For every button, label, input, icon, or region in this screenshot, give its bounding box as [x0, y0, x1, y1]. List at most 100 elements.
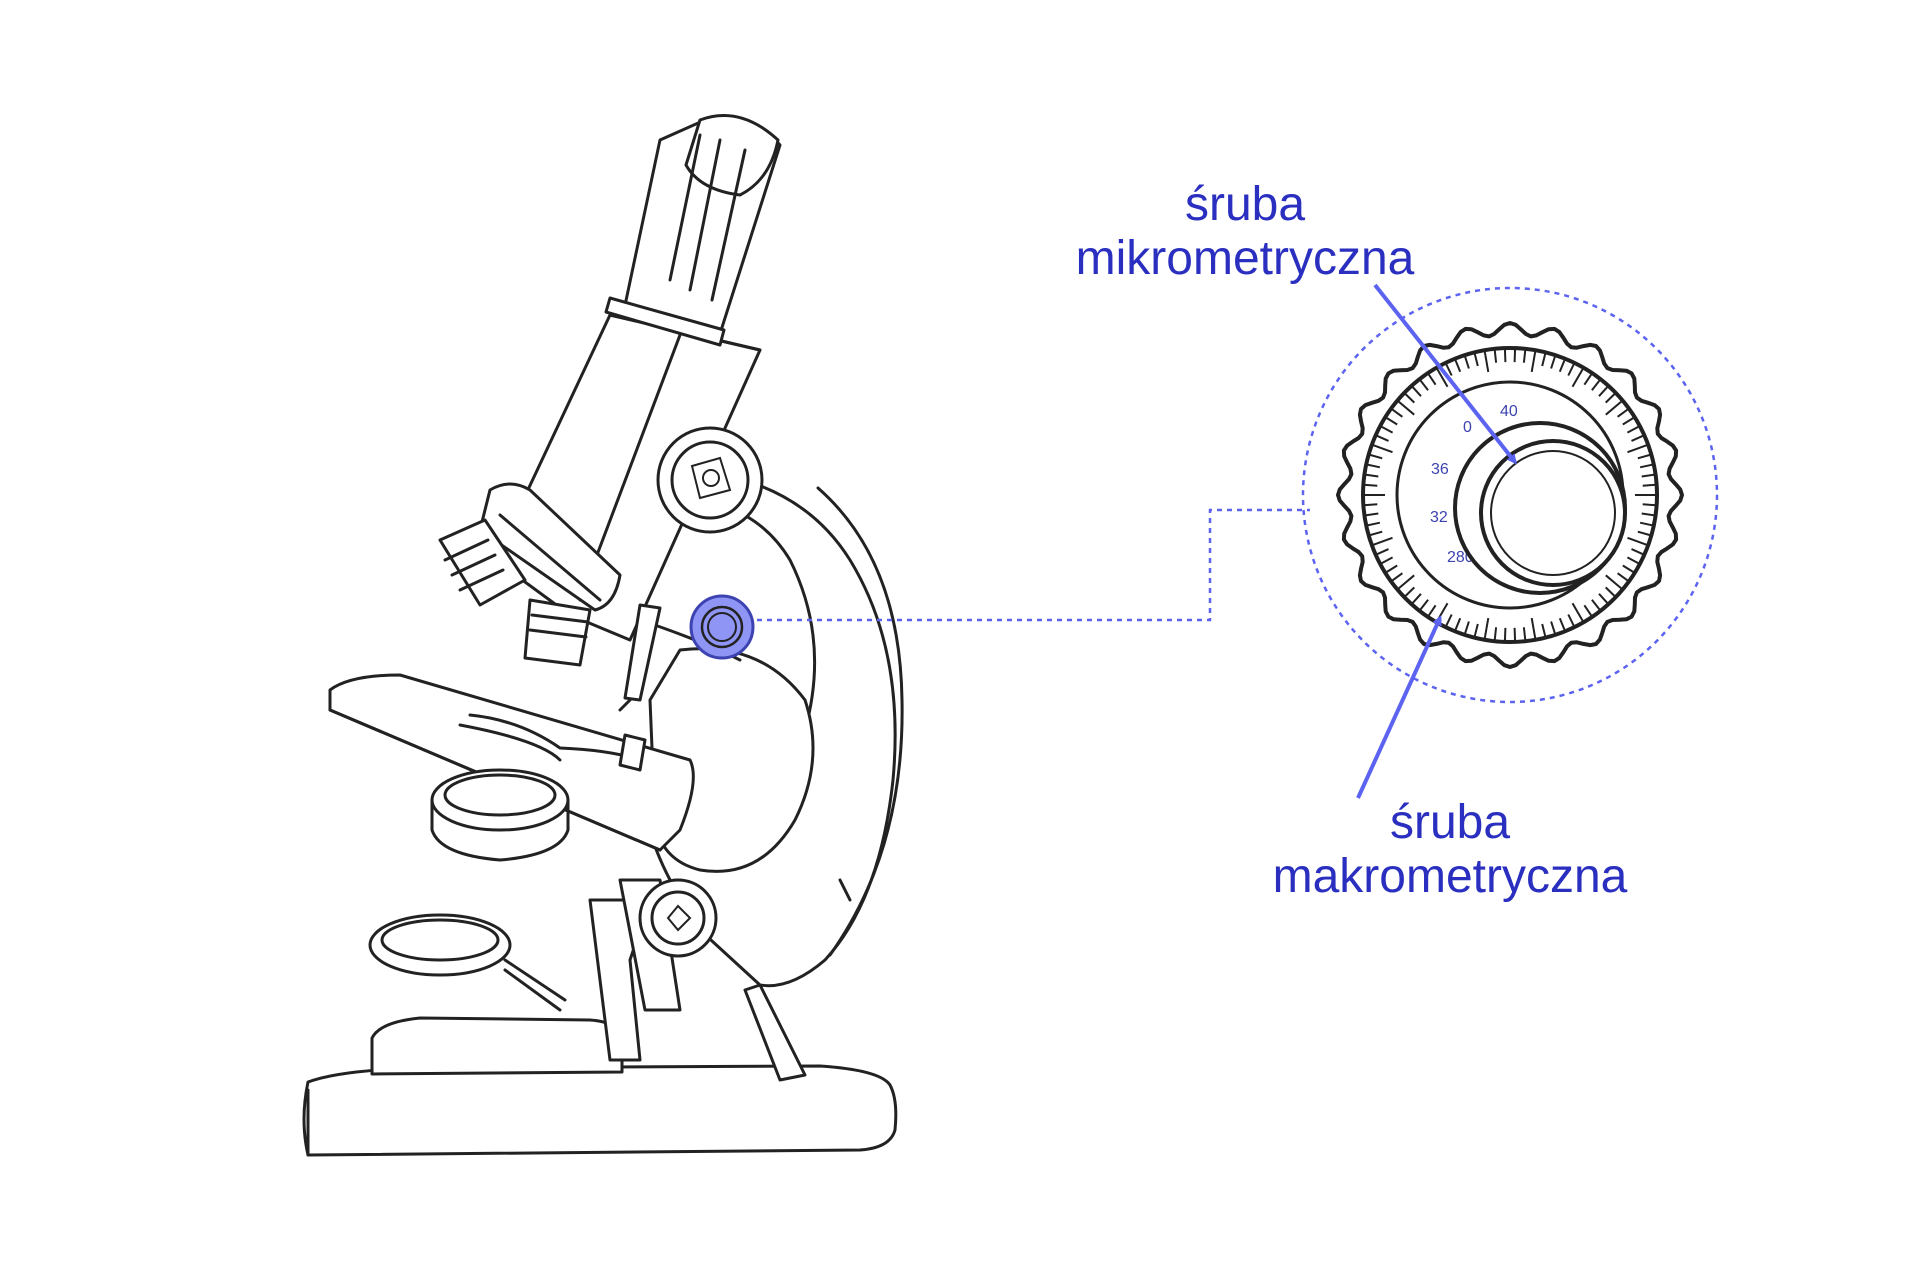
scale-tick — [1503, 627, 1507, 642]
label-fine-focus-line2: mikrometryczna — [1075, 232, 1415, 285]
scale-tick — [1390, 572, 1403, 583]
scale-tick — [1513, 348, 1517, 363]
scale-tick — [1598, 593, 1610, 605]
scale-tick — [1368, 453, 1383, 460]
scale-number-40: 40 — [1500, 403, 1518, 420]
scale-tick — [1390, 407, 1403, 418]
scale-tick — [1368, 530, 1383, 537]
scale-tick — [1435, 367, 1449, 388]
scale-tick — [1473, 352, 1479, 367]
scale-tick — [1403, 586, 1415, 598]
scale-tick — [1513, 627, 1517, 642]
scale-tick — [1605, 392, 1617, 404]
scale-tick — [1641, 473, 1656, 478]
scale-tick — [1626, 556, 1641, 565]
scale-tick — [1365, 521, 1381, 527]
scale-tick — [1591, 599, 1602, 612]
scale-tick — [1403, 392, 1415, 404]
scale-tick — [1444, 614, 1453, 628]
scale-tick — [1631, 434, 1645, 442]
microscope-base — [302, 1016, 898, 1157]
scale-tick — [1617, 407, 1630, 418]
scale-tick — [1622, 564, 1636, 574]
scale-tick — [1364, 473, 1379, 478]
scale-tick — [1363, 483, 1378, 487]
scale-tick — [1567, 362, 1576, 376]
scale-number-36: 36 — [1431, 461, 1449, 478]
scale-tick — [1483, 350, 1490, 373]
scale-tick — [1371, 536, 1393, 547]
scale-tick — [1375, 434, 1389, 442]
scale-tick — [1396, 399, 1415, 416]
dial-detail: 40 36 32 280 0 0 — [1301, 286, 1719, 704]
scale-tick — [1363, 503, 1378, 507]
scale-tick — [1627, 443, 1649, 454]
nosepiece — [438, 482, 662, 712]
scale-tick — [1622, 416, 1636, 426]
scale-number-32: 32 — [1430, 509, 1448, 526]
scale-tick — [1641, 512, 1656, 517]
label-fine-focus-line1: śruba — [1184, 178, 1306, 231]
arrow-coarse-focus — [1356, 615, 1442, 799]
scale-tick — [1541, 623, 1547, 638]
scale-tick — [1571, 367, 1585, 388]
scale-tick — [1617, 572, 1630, 583]
scale-tick — [1384, 564, 1398, 574]
scale-tick — [1550, 621, 1557, 636]
arrow-fine-focus — [1373, 283, 1517, 465]
fine-knob-inner — [1479, 439, 1627, 587]
label-coarse-focus: śruba makrometryczna — [1255, 796, 1645, 904]
scale-tick — [1522, 627, 1527, 642]
scale-tick — [1444, 362, 1453, 376]
scale-tick — [1631, 548, 1645, 556]
scale-tick — [1639, 521, 1655, 527]
scale-tick — [1522, 348, 1527, 363]
scale-tick — [1384, 416, 1398, 426]
scale-tick — [1567, 614, 1576, 628]
scale-tick — [1558, 617, 1567, 632]
scale-tick — [1379, 556, 1394, 565]
scale-tick — [1371, 443, 1393, 454]
scale-tick — [1453, 617, 1462, 632]
scale-tick — [1541, 352, 1547, 367]
scale-number-0-left: 0 — [1463, 419, 1472, 436]
focus-knob-highlight — [689, 594, 755, 660]
label-coarse-focus-line1: śruba — [1389, 796, 1511, 849]
scale-numbers: 40 36 32 280 0 0 — [1430, 403, 1573, 566]
scale-ticks — [1363, 348, 1657, 642]
scale-tick — [1503, 348, 1507, 363]
scale-tick — [1591, 378, 1602, 391]
scale-tick — [1642, 483, 1657, 487]
scale-tick — [1396, 574, 1415, 591]
scale-tick — [1530, 617, 1537, 640]
scale-tick — [1627, 536, 1649, 547]
scale-tick — [1558, 358, 1567, 373]
magnifier-circle — [1301, 286, 1719, 704]
scale-tick — [1463, 354, 1470, 369]
scale-tick — [1418, 599, 1429, 612]
scale-tick — [1375, 548, 1389, 556]
scale-tick — [1605, 574, 1624, 591]
scale-tick — [1598, 385, 1610, 397]
scale-tick — [1379, 425, 1394, 434]
scale-tick — [1550, 354, 1557, 369]
scale-tick — [1605, 586, 1617, 598]
scale-tick — [1418, 378, 1429, 391]
scale-tick — [1639, 463, 1655, 469]
scale-tick — [1473, 623, 1479, 638]
scale-tick — [1571, 602, 1585, 623]
scale-tick — [1642, 503, 1657, 507]
scale-tick — [1483, 617, 1490, 640]
scale-tick — [1583, 604, 1594, 618]
scale-tick — [1426, 372, 1437, 386]
scale-tick — [1493, 627, 1498, 642]
scale-tick — [1605, 399, 1624, 416]
microscope — [302, 114, 904, 1157]
lower-knob — [638, 878, 718, 958]
scale-tick — [1493, 348, 1498, 363]
upper-knob — [656, 426, 764, 534]
scale-tick — [1426, 604, 1437, 618]
scale-tick — [1530, 350, 1537, 373]
scale-tick — [1410, 385, 1422, 397]
